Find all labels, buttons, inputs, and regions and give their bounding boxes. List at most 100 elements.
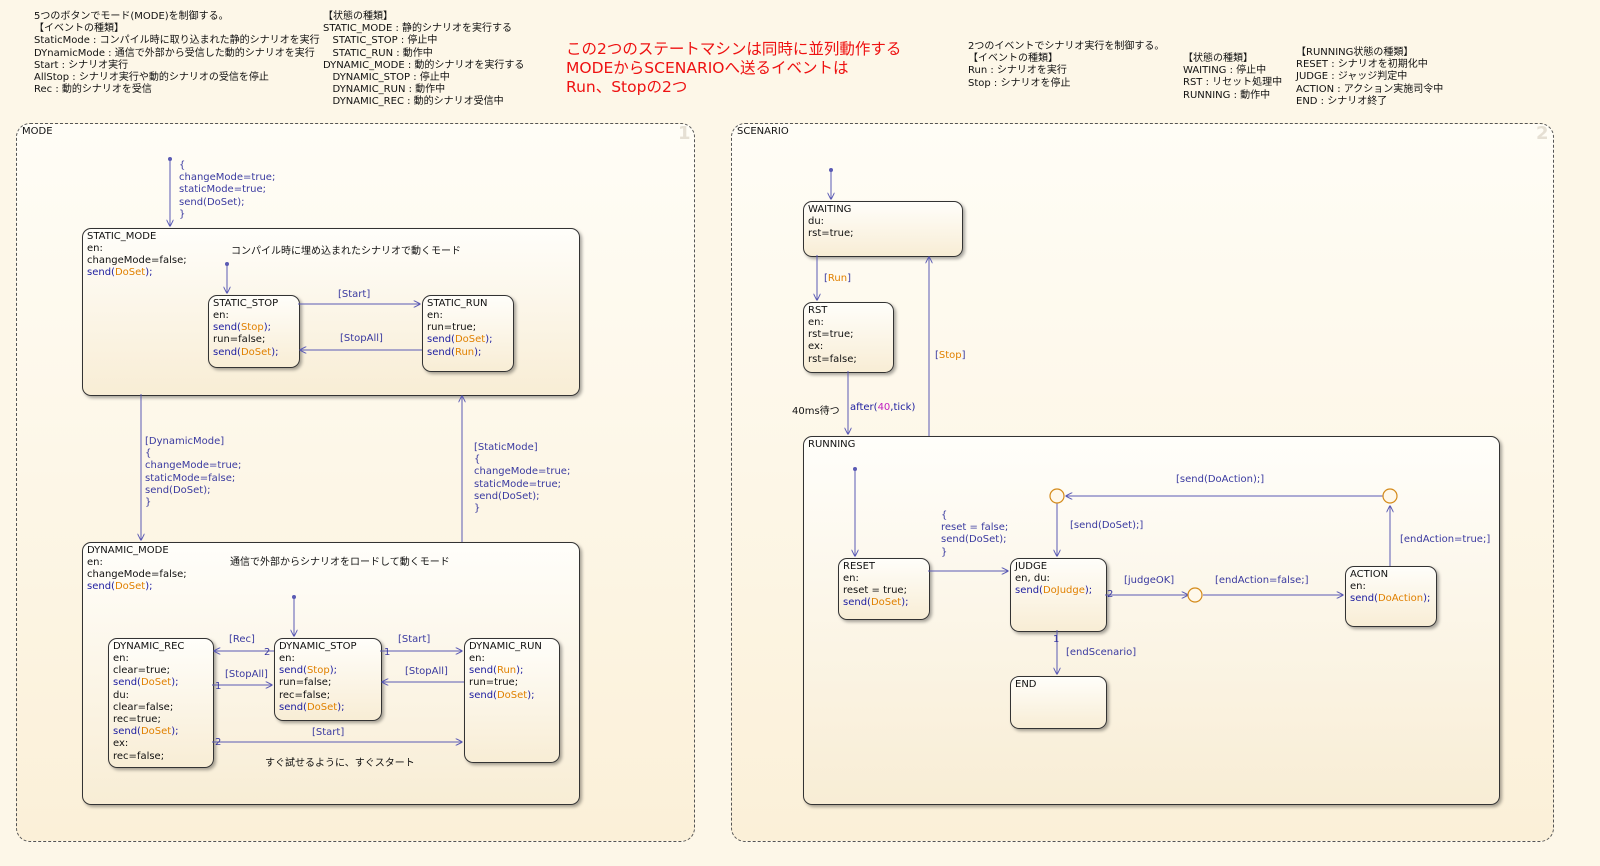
state-actions: en:run=true;send(DoSet);send(Run);: [427, 310, 492, 359]
state-static-run[interactable]: STATIC_RUN en:run=true;send(DoSet);send(…: [422, 295, 514, 372]
state-name: DYNAMIC_RUN: [469, 641, 542, 652]
state-action-line: send(DoSet);: [843, 597, 909, 609]
run-label-text: Run: [827, 273, 848, 284]
scenario-states-note: 【状態の種類】 WAITING : 停止中 RST : リセット処理中 RUNN…: [1183, 53, 1283, 101]
state-dynamic-run[interactable]: DYNAMIC_RUN en:send(Run);run=true;send(D…: [464, 638, 560, 763]
stop-close: ]: [961, 350, 966, 361]
state-action-line: en:: [213, 310, 229, 321]
region-mode-label: MODE: [22, 126, 53, 137]
state-actions: en:send(DoAction);: [1350, 581, 1430, 605]
state-name: WAITING: [808, 204, 852, 215]
start-dyn-priority: 1: [384, 647, 391, 658]
static-mode-caption: コンパイル時に埋め込まれたシナリオで動くモード: [231, 246, 461, 257]
state-action-line: du:: [808, 216, 825, 227]
state-action-line: send(DoSet);: [87, 267, 153, 279]
state-action-line: rst=false;: [808, 353, 857, 365]
run-label: [Run]: [824, 273, 851, 285]
state-action-line: send(Run);: [427, 346, 482, 358]
state-action-line: clear=false;: [113, 701, 174, 713]
stop-all-label: [StopAll]: [340, 333, 383, 344]
state-actions: en:rst=true;ex:rst=false;: [808, 317, 857, 366]
mode-events-note: 5つのボタンでモード(MODE)を制御する。 【イベントの種類】 StaticM…: [34, 11, 320, 96]
state-action-line: run=false;: [279, 677, 332, 689]
state-end[interactable]: END: [1010, 676, 1107, 729]
state-action-line: en:: [87, 557, 103, 568]
state-name: ACTION: [1350, 569, 1389, 580]
state-action-line: send(DoSet);: [213, 346, 279, 358]
state-action-line: rst=true;: [808, 329, 854, 341]
state-action-line: send(DoSet);: [113, 677, 179, 689]
state-name: DYNAMIC_REC: [113, 641, 185, 652]
state-name: RST: [808, 305, 828, 316]
state-action-line: clear=true;: [113, 665, 170, 677]
state-static-stop[interactable]: STATIC_STOP en:send(Stop);run=false;send…: [208, 295, 300, 368]
rec-priority: 2: [264, 647, 271, 658]
judge-ok-priority: 2: [1107, 589, 1114, 600]
end-action-true-label: [endAction=true;]: [1400, 534, 1491, 545]
state-action-line: rec=false;: [113, 750, 165, 762]
state-action-line: rst=true;: [808, 228, 854, 240]
state-action[interactable]: ACTION en:send(DoAction);: [1345, 566, 1437, 627]
region-mode-number: 1: [678, 123, 691, 144]
state-action-line: en:: [1350, 581, 1366, 592]
state-action-line: changeMode=false;: [87, 255, 187, 267]
stop-all-run-label: [StopAll]: [405, 666, 448, 677]
start-rec-label: [Start]: [312, 727, 345, 738]
state-actions: en:clear=true;send(DoSet);du:clear=false…: [113, 653, 178, 763]
state-rst[interactable]: RST en:rst=true;ex:rst=false;: [803, 302, 894, 373]
state-action-line: send(DoSet);: [427, 334, 493, 346]
state-action-line: reset = true;: [843, 585, 907, 597]
state-action-line: changeMode=false;: [87, 569, 187, 581]
after-rest: ,tick): [890, 402, 916, 413]
state-name: DYNAMIC_MODE: [87, 545, 169, 556]
state-action-line: du:: [113, 689, 130, 701]
state-action-line: run=true;: [469, 677, 519, 689]
run-label-close: ]: [847, 273, 851, 284]
state-action-line: en:: [279, 653, 295, 664]
send-doset-label: [send(DoSet);]: [1070, 520, 1144, 531]
state-reset[interactable]: RESET en:reset = true;send(DoSet);: [838, 558, 930, 620]
parallel-title: この2つのステートマシンは同時に並列動作する MODEからSCENARIOへ送る…: [566, 40, 902, 96]
region-scenario-label: SCENARIO: [737, 126, 789, 137]
wait-caption: 40ms待つ: [792, 406, 840, 417]
stop-all-2-label: [StopAll]: [225, 669, 268, 680]
state-actions: en:reset = true;send(DoSet);: [843, 573, 908, 610]
junction-top-right: [1382, 488, 1398, 504]
state-action-line: en:: [87, 243, 103, 254]
state-name: JUDGE: [1015, 561, 1048, 572]
region-scenario-number: 2: [1536, 123, 1549, 144]
end-scenario-priority: 1: [1053, 634, 1060, 645]
state-action-line: ex:: [113, 738, 129, 750]
state-actions: en:send(Stop);run=false;send(DoSet);: [213, 310, 278, 359]
dynamic-mode-caption: 通信で外部からシナリオをロードして動くモード: [230, 557, 450, 568]
state-dynamic-stop[interactable]: DYNAMIC_STOP en:send(Stop);run=false;rec…: [274, 638, 382, 721]
reset-to-judge-label: { reset = false; send(DoSet); }: [941, 510, 1009, 558]
to-dynamic-label: [DynamicMode] { changeMode=true; staticM…: [145, 436, 242, 509]
state-actions: en:changeMode=false;send(DoSet);: [87, 557, 187, 594]
state-action-line: send(DoSet);: [469, 689, 535, 701]
state-name: STATIC_MODE: [87, 231, 157, 242]
state-name: DYNAMIC_STOP: [279, 641, 357, 652]
state-name: RUNNING: [808, 439, 856, 450]
state-action-line: en, du:: [1015, 573, 1050, 584]
scenario-events-note: 2つのイベントでシナリオ実行を制御する。 【イベントの種類】 Run : シナリ…: [968, 41, 1165, 89]
stop-open: [: [935, 350, 939, 361]
junction-top-left: [1049, 488, 1065, 504]
state-actions: du:rst=true;: [808, 216, 854, 240]
state-name: END: [1015, 679, 1037, 690]
state-action-line: send(Stop);: [213, 322, 271, 334]
state-actions: en:changeMode=false;send(DoSet);: [87, 243, 187, 280]
state-action-line: rec=true;: [113, 714, 161, 726]
mode-default-label: { changeMode=true; staticMode=true; send…: [179, 160, 276, 220]
state-name: STATIC_STOP: [213, 298, 279, 309]
rec-label: [Rec]: [229, 634, 255, 645]
state-dynamic-rec[interactable]: DYNAMIC_REC en:clear=true;send(DoSet);du…: [108, 638, 214, 768]
after-fn: after(: [850, 402, 878, 413]
state-waiting[interactable]: WAITING du:rst=true;: [803, 201, 963, 257]
end-scenario-label: [endScenario]: [1066, 647, 1137, 658]
junction-judgeok: [1187, 587, 1203, 603]
state-action-line: send(DoSet);: [113, 726, 179, 738]
state-actions: en:send(Stop);run=false;rec=false;send(D…: [279, 653, 344, 714]
state-action-line: send(DoSet);: [279, 701, 345, 713]
